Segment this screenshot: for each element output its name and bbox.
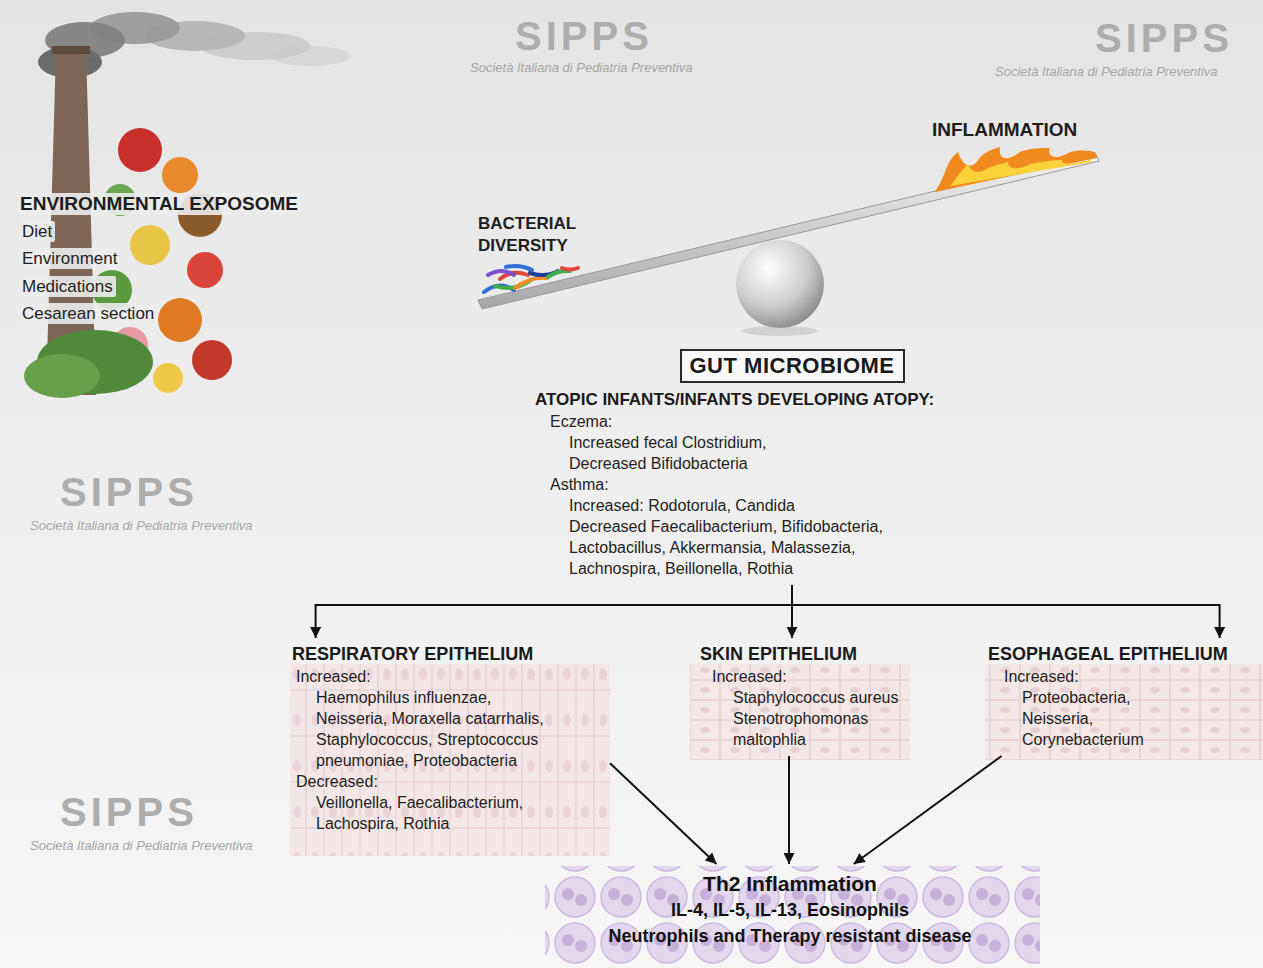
arrow-connector <box>854 756 1002 864</box>
list-item: Cesarean section <box>19 303 157 324</box>
food-item <box>153 363 183 393</box>
list-item: Diet <box>19 221 55 242</box>
watermark-text: SIPPS <box>60 790 198 834</box>
box-text: Neutrophils and Therapy resistant diseas… <box>549 923 1031 949</box>
skin-cells <box>690 664 910 760</box>
panel-heading: RESPIRATORY EPITHELIUM <box>292 642 610 666</box>
bacteria-list: Haemophilus influenzae, Neisseria, Morax… <box>316 687 556 771</box>
bacteria-list: Veillonella, Faecalibacterium, Lachospir… <box>316 792 556 834</box>
flame-core <box>950 160 1092 186</box>
change-label: Increased: <box>1004 666 1261 687</box>
epithelium-panel: SKIN EPITHELIUMIncreased:Staphylococcus … <box>690 638 910 756</box>
list-item: Medications <box>19 276 116 297</box>
eosinophil-cells <box>545 866 1040 968</box>
microbiome-group: GUT MICROBIOME ATOPIC INFANTS/INFANTS DEV… <box>532 345 1052 585</box>
seesaw-label: INFLAMMATION <box>932 119 1077 141</box>
outcome-box: Th2 InflammationIL-4, IL-5, IL-13, Eosin… <box>545 864 1035 953</box>
bacterium <box>562 268 578 270</box>
watermark-text: Società Italiana di Pediatria Preventiva <box>995 64 1218 80</box>
arrow-connector <box>788 756 790 864</box>
flame <box>935 147 1097 192</box>
group-heading: ENVIRONMENTAL EXPOSOME <box>17 193 301 215</box>
seesaw-fulcrum <box>736 240 824 328</box>
watermark-text: Società Italiana di Pediatria Preventiva <box>30 518 253 534</box>
food-item <box>118 128 162 172</box>
watermark-text: Società Italiana di Pediatria Preventiva <box>30 838 253 854</box>
panel-heading: ESOPHAGEAL EPITHELIUM <box>988 642 1261 666</box>
change-label: Increased: <box>296 666 610 687</box>
esophageal-cells <box>985 664 1263 760</box>
respiratory-cells <box>290 664 610 856</box>
arrow-connector <box>316 585 792 638</box>
food-item <box>162 157 198 193</box>
food-item <box>187 252 223 288</box>
bacterium <box>488 271 514 275</box>
finding-text: Decreased Faecalibacterium, Bifidobacter… <box>569 516 899 579</box>
arrow-connector <box>792 585 1220 638</box>
bacterium <box>548 271 570 277</box>
finding-text: Increased fecal Clostridium, <box>569 432 899 453</box>
watermark-text: SIPPS <box>1095 16 1233 60</box>
food-item <box>192 340 232 380</box>
finding-text: Increased: Rodotorula, Candida <box>569 495 899 516</box>
smoke-cloud <box>270 46 350 66</box>
section-heading: ATOPIC INFANTS/INFANTS DEVELOPING ATOPY: <box>535 389 1052 411</box>
epithelium-panel: ESOPHAGEAL EPITHELIUMIncreased:Proteobac… <box>985 638 1261 756</box>
finding-text: Decreased Bifidobacteria <box>569 453 899 474</box>
epithelium-panel: RESPIRATORY EPITHELIUMIncreased:Haemophi… <box>290 638 610 840</box>
bacterium <box>515 278 547 288</box>
box-title: Th2 Inflammation <box>549 870 1031 897</box>
food-item <box>158 298 202 342</box>
arrow-connector <box>610 763 717 864</box>
watermark-text: SIPPS <box>60 470 198 514</box>
watermark-text: SIPPS <box>515 14 653 58</box>
food-item <box>130 225 170 265</box>
bacteria-list: Proteobacteria, Neisseria, Corynebacteri… <box>1022 687 1192 750</box>
change-label: Increased: <box>712 666 910 687</box>
bacteria-list: Staphylococcus aureus Stenotrophomonas m… <box>733 687 905 750</box>
change-label: Decreased: <box>296 771 610 792</box>
condition-label: Eczema: <box>550 411 1052 432</box>
box-text: IL-4, IL-5, IL-13, Eosinophils <box>549 897 1031 923</box>
box-title: GUT MICROBIOME <box>680 349 905 383</box>
seesaw-label: BACTERIAL DIVERSITY <box>478 213 603 257</box>
watermark-text: Società Italiana di Pediatria Preventiva <box>470 60 693 76</box>
chimney-rim <box>52 46 90 54</box>
condition-label: Asthma: <box>550 474 1052 495</box>
bacterium <box>506 266 532 270</box>
tree-crown <box>24 354 100 398</box>
list-item: Environment <box>19 248 120 269</box>
panel-heading: SKIN EPITHELIUM <box>700 642 910 666</box>
